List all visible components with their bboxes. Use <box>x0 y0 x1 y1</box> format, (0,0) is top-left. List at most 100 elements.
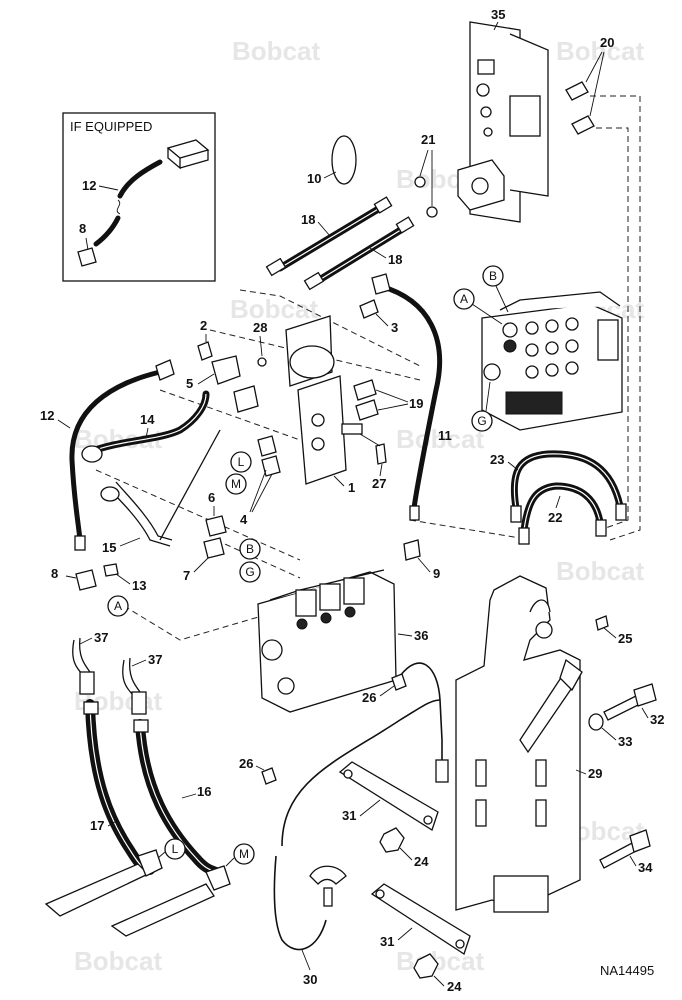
leader-line <box>555 495 561 509</box>
fitting-2 <box>197 341 213 361</box>
leader-line <box>485 381 491 412</box>
callout-1: 1 <box>348 480 355 495</box>
leader-line <box>85 237 89 251</box>
routing-line <box>590 95 641 541</box>
fitting-8 <box>75 569 97 591</box>
valve-bank-port <box>261 639 283 661</box>
plug-13 <box>103 563 119 577</box>
valve-section <box>343 577 365 605</box>
connector-A-circle <box>107 595 129 617</box>
hose-end-fitting <box>371 273 391 295</box>
connector-label-A: A <box>460 292 468 306</box>
fitting-19 <box>353 379 377 401</box>
valve-port <box>503 339 517 353</box>
callout-17: 17 <box>90 818 104 833</box>
valve-section <box>319 583 341 611</box>
washer-33 <box>588 713 604 731</box>
callout-30: 30 <box>303 972 317 987</box>
coupler-fitting <box>205 865 231 891</box>
callout-5: 5 <box>186 376 193 391</box>
elbow-fitting-3 <box>359 299 379 319</box>
routing-line <box>409 519 521 539</box>
solenoid-valve-1: 1 28 27 19 3 4 L M <box>225 299 423 527</box>
connector-M-circle <box>233 843 255 865</box>
cable-lower-loop <box>273 855 327 951</box>
leader-line <box>629 855 637 867</box>
tube-nut <box>131 691 147 715</box>
hose-end-fitting <box>373 196 393 214</box>
leader-line <box>369 247 387 259</box>
leader-line <box>249 469 267 513</box>
fitting-7 <box>203 537 225 559</box>
leader-line <box>131 659 147 667</box>
leader-line <box>493 21 499 31</box>
leader-line <box>589 51 605 117</box>
valve-side-port <box>341 423 363 435</box>
fitting-4 <box>261 455 281 477</box>
leader-line <box>359 799 381 817</box>
link-31-upper <box>338 761 439 831</box>
valve-bank-port <box>277 677 295 695</box>
valve-lower-section <box>505 391 563 415</box>
callout-18: 18 <box>388 252 402 267</box>
hose-16-highlight <box>139 723 217 873</box>
callout-4: 4 <box>240 512 248 527</box>
bolt-32-head <box>633 683 657 707</box>
routing-line <box>95 469 301 561</box>
bolt-32-shaft <box>603 695 641 721</box>
leader-line <box>79 637 93 645</box>
leader-line <box>181 793 197 799</box>
leader-line <box>417 557 431 573</box>
bracket-assembly-29: 29 25 32 33 34 <box>455 575 664 913</box>
connector-label-M: M <box>231 477 241 491</box>
callout-2: 2 <box>200 318 207 333</box>
bracket-hole <box>535 621 553 639</box>
leader-line <box>259 335 263 357</box>
valve-port <box>525 343 539 357</box>
connector-label-B: B <box>489 269 497 283</box>
leader-line <box>157 851 166 859</box>
valve-port <box>483 363 501 381</box>
hose-end-fitting <box>615 503 627 521</box>
leader-line <box>433 975 445 987</box>
hose-18-lower-highlight <box>315 227 405 283</box>
valve-port <box>565 361 579 375</box>
leader-line <box>323 171 337 179</box>
hose-end-fitting <box>83 701 99 715</box>
callout-13: 13 <box>132 578 146 593</box>
connector-G-circle <box>471 410 493 432</box>
cable-segment <box>439 699 443 741</box>
valve-port <box>565 317 579 331</box>
hose-14-highlight <box>89 393 207 453</box>
link-hole <box>423 815 433 825</box>
leader-line <box>301 949 311 971</box>
connector-L-circle <box>164 838 186 860</box>
valve-port <box>545 363 559 377</box>
cable-30: 30 26 26 <box>239 662 449 987</box>
document-id: NA14495 <box>600 963 654 978</box>
leader-line <box>359 433 381 447</box>
leader-line <box>379 463 383 477</box>
plate-hole <box>483 127 493 137</box>
callout-26: 26 <box>239 756 253 771</box>
leader-line <box>115 573 131 585</box>
connector-A-circle <box>453 288 475 310</box>
leader-line <box>57 419 71 429</box>
inset-hose-lower <box>93 215 121 247</box>
routing-line <box>596 127 629 531</box>
hose-end-fitting <box>510 505 522 523</box>
callout-8: 8 <box>51 566 58 581</box>
bracket-hook <box>529 599 551 613</box>
callout-31: 31 <box>342 808 356 823</box>
watermark-text: Bobcat <box>396 424 484 454</box>
elbow-fitting-9 <box>403 539 421 561</box>
leader-line <box>375 313 389 327</box>
connector-G-circle <box>239 561 261 583</box>
leader-line <box>197 373 215 385</box>
leader-line <box>397 927 413 941</box>
pivot-link-end <box>559 658 583 692</box>
routing-line <box>209 329 421 381</box>
inset-if-equipped: IF EQUIPPED 12 8 <box>62 112 216 282</box>
hose-end-fitting <box>303 271 325 291</box>
routing-dashed-lines <box>95 95 641 641</box>
